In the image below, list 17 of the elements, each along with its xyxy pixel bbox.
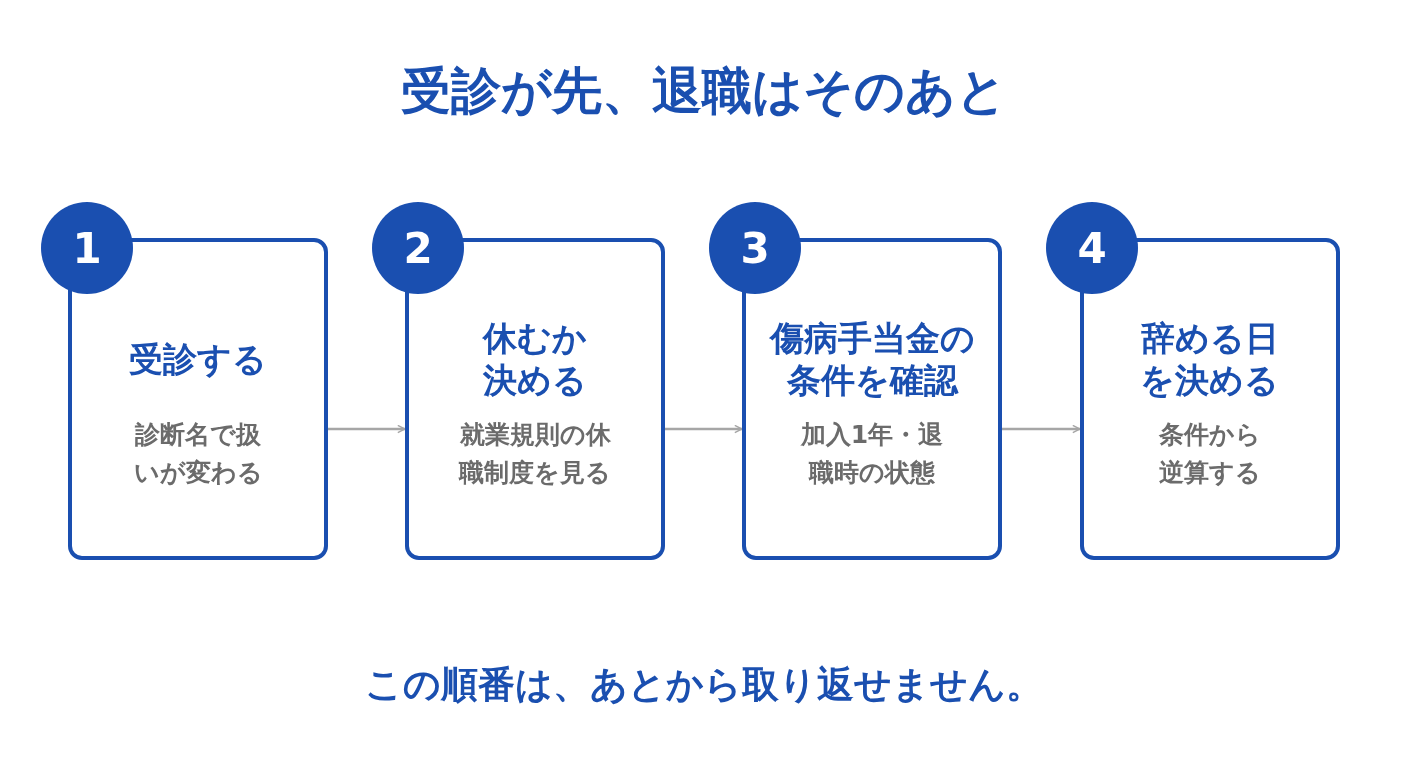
step-number-badge: 1 bbox=[41, 202, 133, 294]
title: 受診が先、退職はそのあと bbox=[400, 61, 1008, 122]
step-number-badge: 2 bbox=[372, 202, 464, 294]
step-heading: 休むか決める bbox=[481, 316, 588, 402]
arrow bbox=[665, 424, 743, 434]
caption: この順番は、あとから取り返せません。 bbox=[364, 662, 1044, 708]
step-heading: 傷病手当金の条件を確認 bbox=[768, 316, 976, 402]
arrow bbox=[328, 424, 406, 434]
arrow bbox=[1002, 424, 1081, 434]
step-heading: 受診する bbox=[129, 337, 267, 381]
step-heading: 辞める日を決める bbox=[1139, 316, 1281, 402]
step-description: 診断名で扱いが変わる bbox=[132, 419, 264, 489]
step-description: 加入1年・退職時の状態 bbox=[799, 419, 945, 489]
step-number-badge: 4 bbox=[1046, 202, 1138, 294]
step-description: 就業規則の休職制度を見る bbox=[457, 419, 612, 489]
step-number-badge: 3 bbox=[709, 202, 801, 294]
step-description: 条件から逆算する bbox=[1158, 419, 1262, 489]
